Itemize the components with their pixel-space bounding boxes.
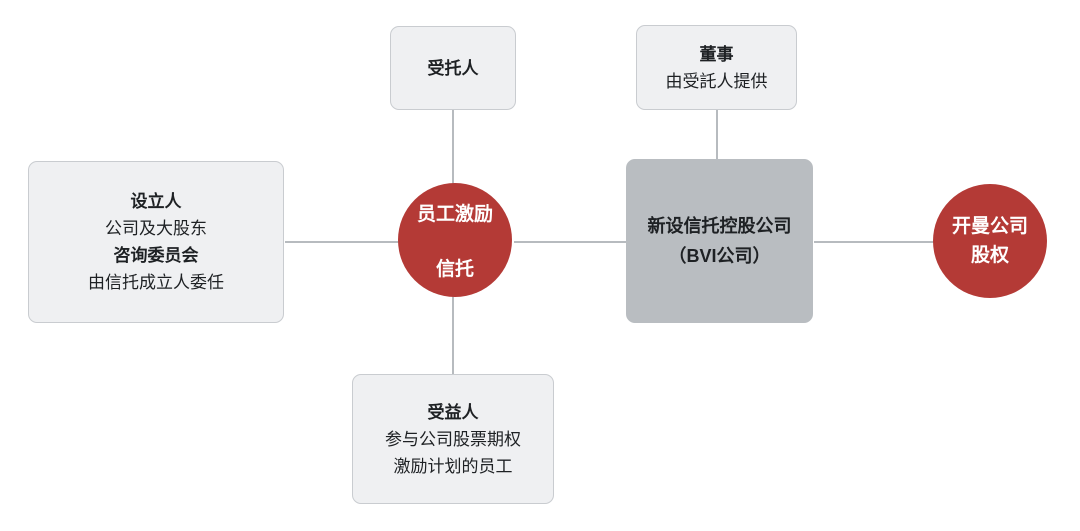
trustee-title: 受托人 — [427, 58, 479, 78]
director-title: 董事 — [699, 44, 734, 64]
bvi-line-2: （BVI公司） — [668, 246, 771, 266]
advisory-committee-title: 咨询委员会 — [113, 246, 199, 265]
beneficiary-title: 受益人 — [427, 402, 479, 422]
director-subtitle: 由受託人提供 — [665, 71, 768, 91]
connector-trust-to-bvi — [514, 241, 626, 243]
connector-trustee-to-trust — [452, 110, 454, 185]
node-employee-incentive-trust: 员工激励 信托 — [398, 183, 512, 297]
settlor-subtitle: 公司及大股东 — [105, 219, 207, 238]
bvi-line-1: 新设信托控股公司 — [647, 216, 792, 236]
cayman-line-2: 股权 — [970, 245, 1009, 266]
node-cayman-company-equity: 开曼公司 股权 — [933, 184, 1047, 298]
trust-line-1: 员工激励 — [416, 204, 493, 225]
connector-director-to-bvi — [716, 110, 718, 160]
beneficiary-line-2: 激励计划的员工 — [393, 456, 513, 476]
trust-line-2: 信托 — [435, 259, 474, 280]
node-settlor-advisory-committee: 设立人 公司及大股东 咨询委员会 由信托成立人委任 — [28, 161, 284, 323]
beneficiary-line-1: 参与公司股票期权 — [385, 429, 521, 449]
connector-trust-to-beneficiary — [452, 296, 454, 374]
connector-settlor-to-trust — [285, 241, 399, 243]
node-trustee: 受托人 — [390, 26, 516, 110]
connector-bvi-to-cayman — [814, 241, 934, 243]
cayman-line-1: 开曼公司 — [951, 216, 1028, 237]
advisory-committee-subtitle: 由信托成立人委任 — [88, 273, 224, 292]
settlor-title: 设立人 — [130, 192, 182, 211]
node-beneficiary: 受益人 参与公司股票期权 激励计划的员工 — [352, 374, 554, 504]
node-director: 董事 由受託人提供 — [636, 25, 797, 110]
node-bvi-holding-company: 新设信托控股公司 （BVI公司） — [626, 159, 813, 323]
